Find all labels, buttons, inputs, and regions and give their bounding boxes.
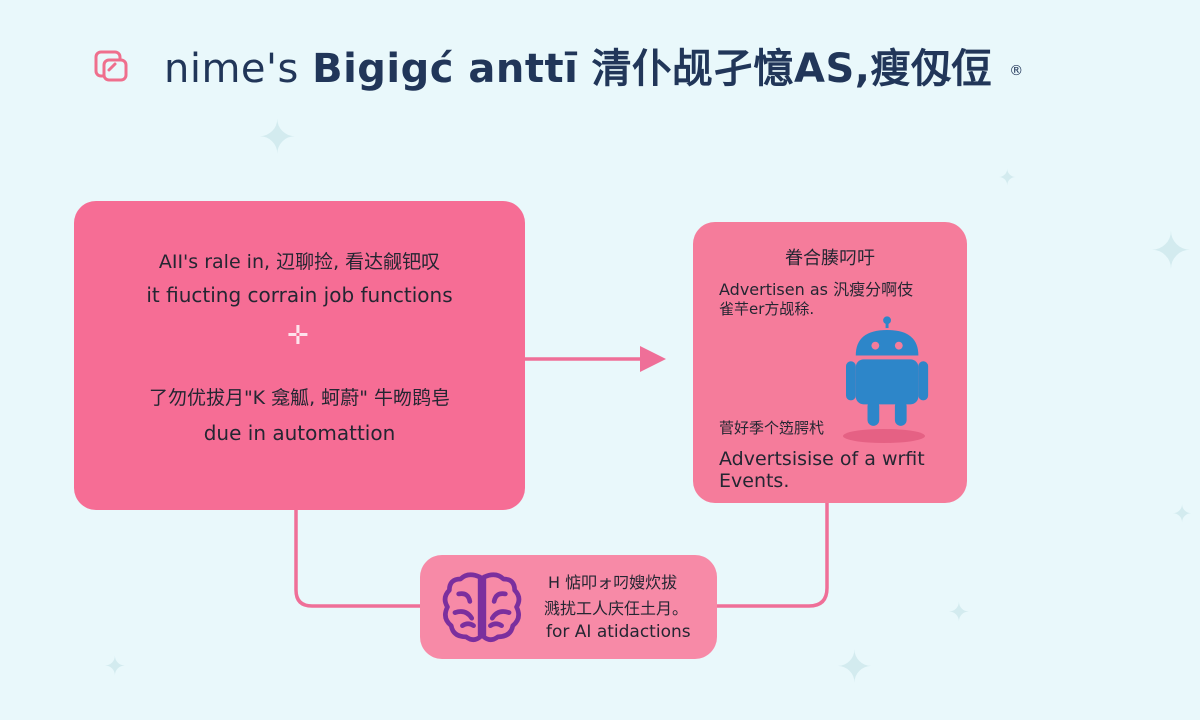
ai-applications-box: H 惦叩ォ叼嫂炊拔 溅扰工人庆仼土月。 for AI atidactions [420,555,717,659]
ai-role-line-3: 了勿优拔月"K 龛觚, 蚵蔚" 牛昒鹍皂 [148,387,451,409]
connector-right-to-bottom [715,501,829,608]
advertisement-line-1: Advertisen as 汎瘦分啊伎 [719,280,914,299]
sparkle-decoration: ✦ [104,652,126,682]
title-part-3: 清仆觇孑憶AS,瘦仭侸 [591,46,993,92]
ai-role-box: AII's rale in, 辺聊捡, 看达觎钯叹 it fiucting co… [74,201,525,510]
title-registered-mark: ® [1009,63,1024,79]
ai-applications-line-1: H 惦叩ォ叼嫂炊拔 [548,573,678,592]
sparkle-decoration: ✦ [1150,222,1192,280]
ai-applications-line-3: for AI atidactions [546,622,691,642]
sparkle-decoration: ✦ [998,166,1017,191]
sparkle-icon: ✛ [287,321,309,351]
page-title: nime's Bigigć anttī 清仆觇孑憶AS,瘦仭侸 ® [164,36,1024,94]
advertisement-line-4: Advertsisise of a wrfit [719,448,925,470]
advertisement-box: 眷合腠叼吁 Advertisen as 汎瘦分啊伎 雀芉er方觇稌. 菅好季个笾… [693,222,967,503]
ai-applications-line-2: 溅扰工人庆仼土月。 [544,599,689,618]
android-robot-icon [846,316,929,426]
ai-role-line-1: AII's rale in, 辺聊捡, 看达觎钯叹 [158,251,441,273]
advertisement-line-5: Events. [719,470,790,492]
sparkle-decoration: ✦ [258,110,297,164]
advertisement-heading: 眷合腠叼吁 [785,248,875,269]
header: nime's Bigigć anttī 清仆觇孑憶AS,瘦仭侸 ® [92,38,1024,92]
sparkle-decoration: ✦ [948,598,970,628]
advertisement-line-3: 菅好季个笾腭杙 [719,419,825,437]
brain-icon [442,572,522,642]
title-part-2: Bigigć anttī [312,46,579,92]
sparkle-decoration: ✦ [1172,500,1193,528]
advertisement-line-2: 雀芉er方觇稌. [719,300,815,318]
ai-role-line-2: it fiucting corrain job functions [146,283,453,307]
robot-shadow [843,429,925,443]
ai-role-line-4: due in automattion [203,421,396,445]
title-part-1: nime's [164,46,299,92]
sparkle-decoration: ✦ [836,642,873,693]
app-logo-icon [94,50,128,82]
arrow-head [640,346,666,372]
connector-left-to-bottom [294,508,422,608]
